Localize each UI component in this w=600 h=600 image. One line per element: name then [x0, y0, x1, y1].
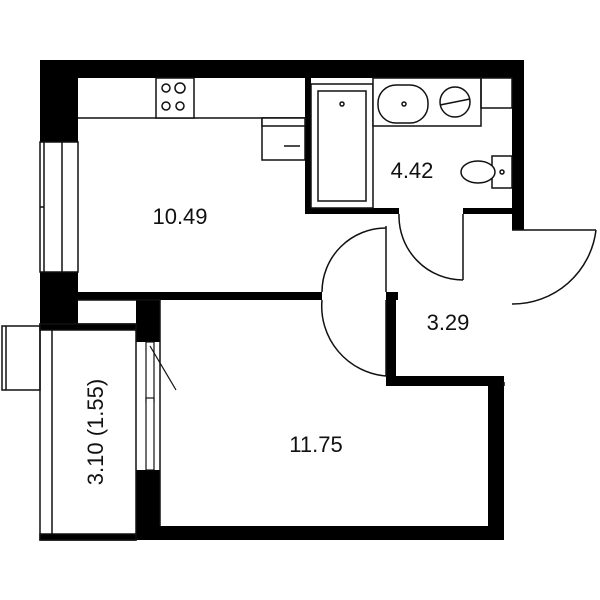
wall-top: [40, 60, 524, 78]
wall-left-mid: [40, 272, 78, 324]
wall-kitchen-bottom: [78, 292, 322, 300]
balcony-rail-top: [39, 323, 137, 331]
balcony-door: [145, 341, 177, 471]
wall-bath-bottom-right: [463, 208, 512, 214]
toilet-flush: [499, 169, 505, 175]
washing-machine-door: [439, 98, 471, 106]
burner-1: [161, 83, 171, 93]
balcony-wall: [39, 323, 137, 541]
bath-shaft: [480, 77, 513, 109]
kitchen-window-frame: [39, 141, 79, 273]
wall-left-upper: [40, 60, 78, 142]
kitchen-area-label: 10.49: [152, 204, 207, 229]
bath-counter: [372, 77, 482, 127]
interior-walls: [78, 78, 512, 386]
wall-bedroom-left-top: [136, 300, 160, 342]
burner-2: [174, 82, 186, 94]
wall-bottom: [136, 526, 504, 540]
washbasin: [377, 84, 429, 124]
wall-outlines: [78, 299, 505, 526]
balcony-door-swing: [149, 345, 177, 391]
toilet-bowl: [460, 160, 496, 184]
balcony-rail-bottom: [39, 533, 137, 541]
bathtub-inner: [317, 90, 367, 202]
bathtub: [310, 83, 374, 209]
bedroom-door-arc: [320, 299, 387, 377]
balcony: [1, 323, 137, 541]
balcony-area-label: 3.10 (1.55): [83, 379, 108, 485]
wall-right-lower: [488, 382, 504, 540]
wall-bedroom-left-bottom: [136, 470, 160, 540]
bathtub-drain: [339, 101, 345, 107]
wall-hall-bottom: [392, 376, 504, 386]
washbasin-drain: [401, 101, 407, 107]
wall-right-upper: [512, 60, 524, 230]
wall-bath-bottom: [305, 208, 399, 214]
stove: [155, 77, 195, 119]
wall-hall-left: [386, 292, 396, 386]
doors: [320, 213, 597, 377]
kitchen-sink-top: [261, 117, 306, 127]
washing-machine: [439, 86, 471, 118]
wall-bath-left: [305, 78, 311, 214]
kitchen-door-arc: [321, 227, 387, 293]
balcony-ac-unit: [1, 325, 41, 391]
bathroom-area-label: 4.42: [391, 158, 434, 183]
bathroom-door-arc: [398, 213, 464, 281]
bathroom-fixtures: [310, 77, 513, 209]
entrance-door-arc: [511, 229, 597, 305]
outer-walls: [40, 60, 524, 540]
kitchen-window: [39, 141, 79, 273]
burner-3: [161, 101, 171, 111]
burner-4: [175, 101, 185, 111]
hall-area-label: 3.29: [427, 310, 470, 335]
balcony-door-frame-bottom: [145, 397, 155, 471]
kitchen-counter: [78, 77, 306, 161]
bedroom-area-label: 11.75: [289, 432, 342, 457]
